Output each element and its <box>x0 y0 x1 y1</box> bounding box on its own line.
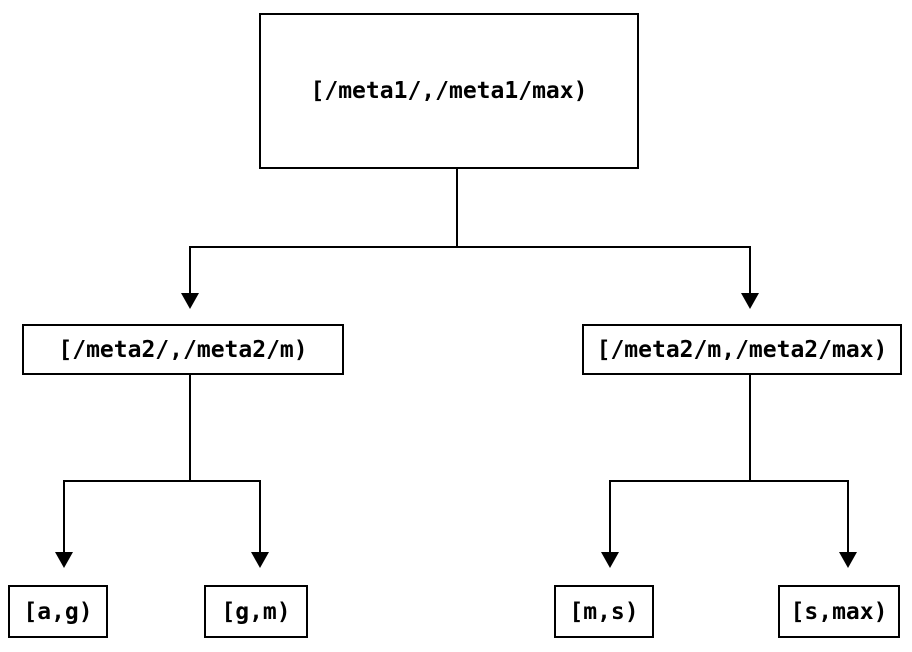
edge-left-mid-to-leaf-ag <box>55 375 191 568</box>
edge-right-mid-to-leaf-ms <box>601 375 751 568</box>
node-root: [/meta1/,/meta1/max) <box>259 13 639 169</box>
arrowhead-down-icon <box>741 293 759 309</box>
edge-root-to-left-mid <box>181 169 458 309</box>
edge-root-to-right-mid <box>456 169 759 309</box>
node-right-mid: [/meta2/m,/meta2/max) <box>582 324 902 375</box>
edge-left-mid-to-leaf-gm <box>189 375 269 568</box>
node-leaf-smax-label: [s,max) <box>790 598 888 625</box>
node-left-mid-label: [/meta2/,/meta2/m) <box>58 336 308 363</box>
node-leaf-ms-label: [m,s) <box>569 598 639 625</box>
node-right-mid-label: [/meta2/m,/meta2/max) <box>596 336 888 363</box>
edge-right-mid-to-leaf-smax <box>749 375 857 568</box>
arrowhead-down-icon <box>251 552 269 568</box>
arrowhead-down-icon <box>181 293 199 309</box>
node-leaf-ag: [a,g) <box>8 585 108 638</box>
node-leaf-gm: [g,m) <box>204 585 308 638</box>
node-left-mid: [/meta2/,/meta2/m) <box>22 324 344 375</box>
node-root-label: [/meta1/,/meta1/max) <box>310 78 588 104</box>
node-leaf-ag-label: [a,g) <box>23 598 93 625</box>
arrowhead-down-icon <box>55 552 73 568</box>
arrowhead-down-icon <box>839 552 857 568</box>
node-leaf-ms: [m,s) <box>554 585 654 638</box>
arrowhead-down-icon <box>601 552 619 568</box>
node-leaf-smax: [s,max) <box>778 585 900 638</box>
node-leaf-gm-label: [g,m) <box>221 598 291 625</box>
